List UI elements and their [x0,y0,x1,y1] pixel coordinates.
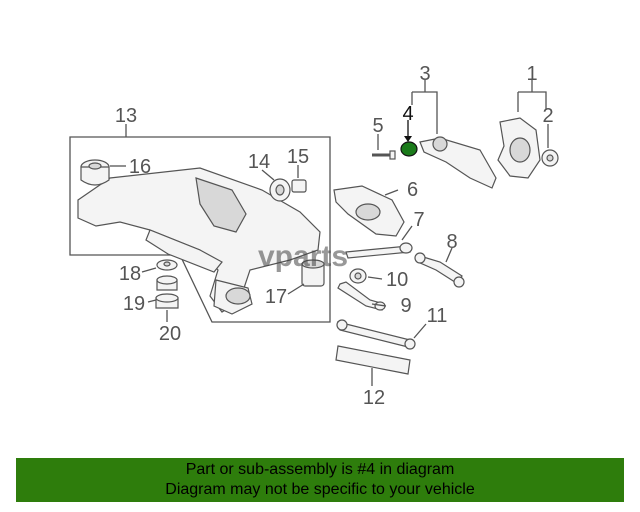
bushing-10 [349,268,367,284]
bolt-5 [372,150,396,160]
callout-2: 2 [542,105,553,127]
callout-11: 11 [427,305,448,327]
link-7 [345,242,413,259]
spring-plate-6 [333,185,405,237]
bushing-14 [269,178,291,202]
callout-6: 6 [407,179,418,201]
callout-12: 12 [363,387,385,409]
callout-16: 16 [129,156,151,178]
link-11 [336,319,416,350]
callout-3: 3 [419,63,430,85]
callout-7: 7 [413,209,424,231]
callout-8: 8 [446,231,457,253]
info-banner: Part or sub-assembly is #4 in diagram Di… [16,458,624,502]
sleeve-15 [291,179,307,193]
callout-9: 9 [400,295,411,317]
bushing-4-highlighted [400,141,418,157]
mount-parts-18-20 [155,259,179,309]
rear-subframe [77,167,321,315]
callout-10: 10 [386,269,408,291]
svg-text:vparts: vparts [258,240,348,273]
callout-1: 1 [526,63,537,85]
callout-18: 18 [119,263,141,285]
subframe-mount-16 [80,159,110,186]
parts-diagram: vparts 1 2 3 4 5 6 7 8 9 10 11 12 13 14 … [69,63,559,409]
watermark: vparts [258,240,348,273]
wheel-carrier [497,117,541,179]
bar-12 [335,345,411,375]
upper-control-arm [419,136,497,189]
callout-19: 19 [123,293,145,315]
banner-line-2: Diagram may not be specific to your vehi… [165,481,475,498]
callout-4: 4 [402,103,413,125]
bushing-2 [541,149,559,167]
banner-line-1: Part or sub-assembly is #4 in diagram [185,461,455,478]
callout-17: 17 [265,286,287,308]
callout-14: 14 [248,151,270,173]
callout-13: 13 [115,105,137,127]
link-8 [414,252,465,288]
callout-5: 5 [372,115,383,137]
subframe-group-outline [69,136,331,323]
callout-15: 15 [287,146,309,168]
mount-17 [301,259,325,287]
callout-20: 20 [159,323,181,345]
link-9 [337,281,386,311]
